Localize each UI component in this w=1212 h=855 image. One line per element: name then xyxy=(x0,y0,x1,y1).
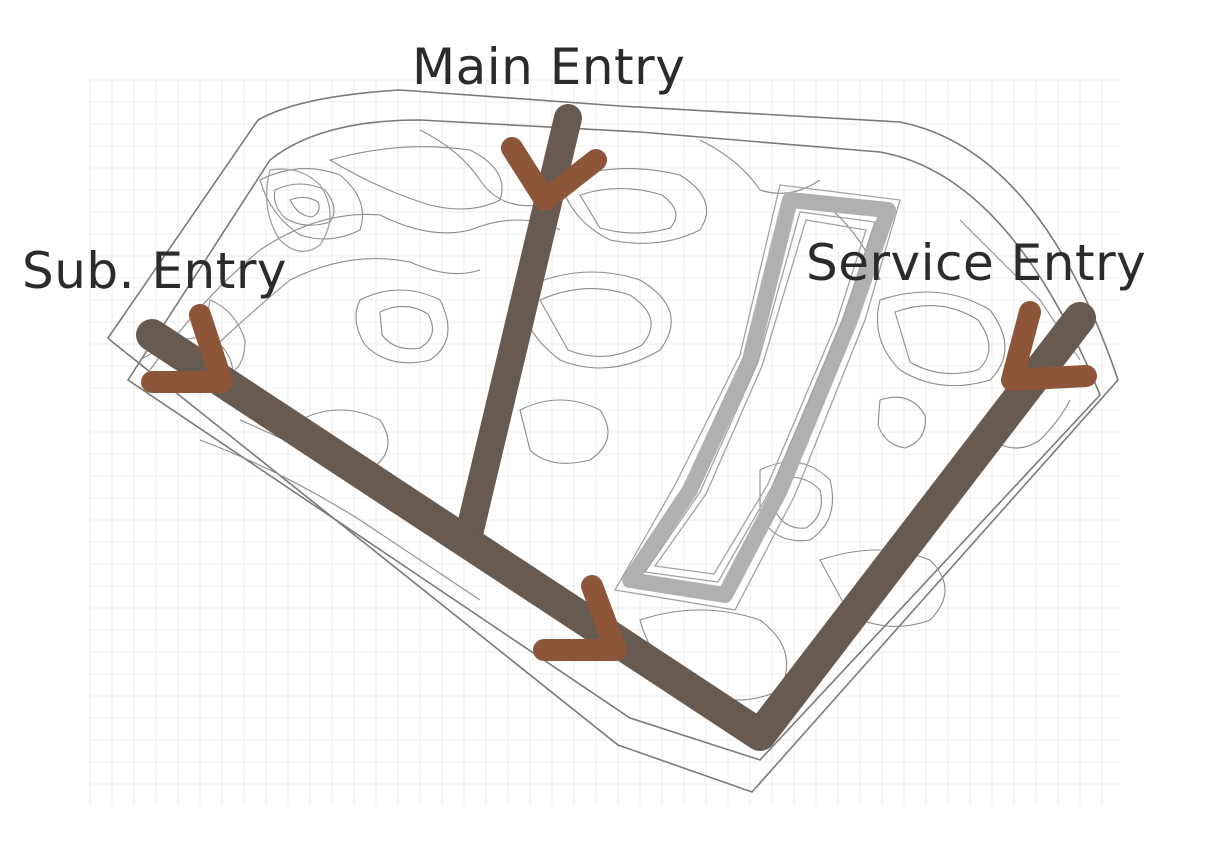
site-inner-boundary xyxy=(126,119,1101,761)
sub-service-path xyxy=(136,302,1096,751)
main-entry-label: Main Entry xyxy=(412,38,686,96)
ridge-contours xyxy=(204,168,901,611)
service-entry-label: Service Entry xyxy=(806,234,1147,292)
site-outer-boundary xyxy=(106,89,1119,793)
arrow-main xyxy=(501,137,607,211)
arrow-service xyxy=(1001,301,1097,391)
arrow-center xyxy=(533,575,627,661)
direction-arrows xyxy=(141,137,1097,661)
sub-entry-label: Sub. Entry xyxy=(22,242,287,300)
arrow-sub xyxy=(141,304,233,393)
